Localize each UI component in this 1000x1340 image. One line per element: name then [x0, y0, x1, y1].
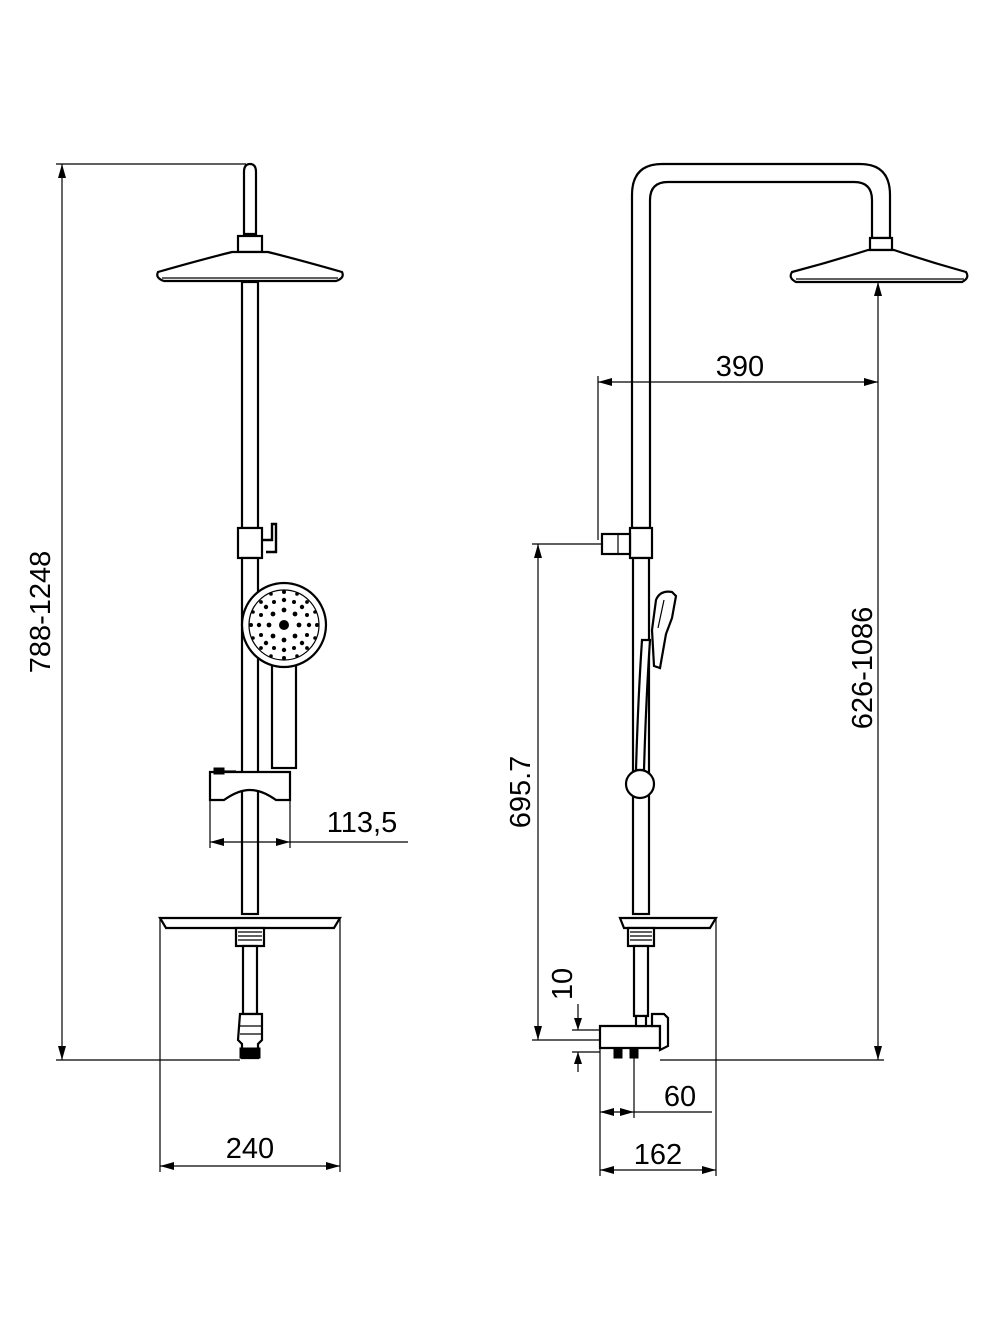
- side-shelf: [618, 916, 718, 930]
- label-base-depth: 162: [634, 1139, 682, 1171]
- side-diverter: [628, 526, 654, 560]
- front-shelf: [158, 916, 342, 930]
- dimension-handle-offset: 113,5: [209, 800, 408, 848]
- side-mixer-lever: [650, 1012, 670, 1052]
- label-shelf-width: 240: [226, 1133, 274, 1165]
- side-diverter-outlet: [600, 532, 632, 556]
- dimension-arm-reach: 390: [597, 282, 879, 1060]
- dimension-total-height: 788-1248: [25, 163, 246, 1061]
- front-rain-head: [156, 250, 344, 283]
- front-head-connector: [236, 234, 264, 254]
- front-spray-nozzles: [249, 590, 319, 660]
- side-head-connector: [868, 236, 894, 252]
- side-hand-shower: [650, 590, 678, 670]
- front-upper-pipe: [242, 162, 258, 236]
- side-slide-holder: [624, 768, 656, 800]
- front-main-column: [240, 280, 260, 530]
- dimension-shelf-width: 240: [159, 918, 341, 1172]
- side-mixer-inlet-right: [629, 1047, 639, 1059]
- dimension-base-depth: 162: [600, 918, 717, 1176]
- side-rain-head: [789, 248, 969, 284]
- front-hand-handle: [270, 660, 298, 770]
- label-arm-reach: 390: [716, 351, 764, 383]
- label-side-height: 695.7: [505, 756, 537, 829]
- dimension-head-height: 626-1086: [660, 282, 884, 1061]
- side-mixer-inlet-left: [613, 1047, 623, 1059]
- dimension-mixer-depth: 60: [599, 1048, 712, 1176]
- side-mixer-body: [598, 1024, 662, 1050]
- side-overhead-arm: [630, 162, 892, 530]
- front-view: 788-1248 113,5 240: [25, 162, 408, 1172]
- front-shelf-connector: [234, 926, 266, 948]
- label-head-height: 626-1086: [847, 607, 879, 730]
- side-view: 390 626-1086 695.7 10: [505, 162, 969, 1176]
- dimension-side-height: 695.7: [505, 543, 602, 1041]
- front-bottom-pipe: [241, 944, 259, 1016]
- label-handle-offset: 113,5: [327, 807, 397, 839]
- side-shelf-connector: [626, 926, 656, 948]
- front-diverter: [236, 526, 264, 560]
- front-mixer-outlet: [239, 1047, 261, 1059]
- side-bottom-pipe: [632, 944, 650, 1018]
- front-diverter-knob: [262, 522, 278, 554]
- front-slide-holder: [208, 770, 292, 802]
- label-total-height: 788-1248: [25, 551, 57, 674]
- label-mixer-depth: 60: [664, 1081, 696, 1113]
- label-small-gap: 10: [547, 968, 579, 1000]
- front-slide-button: [213, 767, 225, 775]
- dimension-small-gap: 10: [547, 968, 600, 1072]
